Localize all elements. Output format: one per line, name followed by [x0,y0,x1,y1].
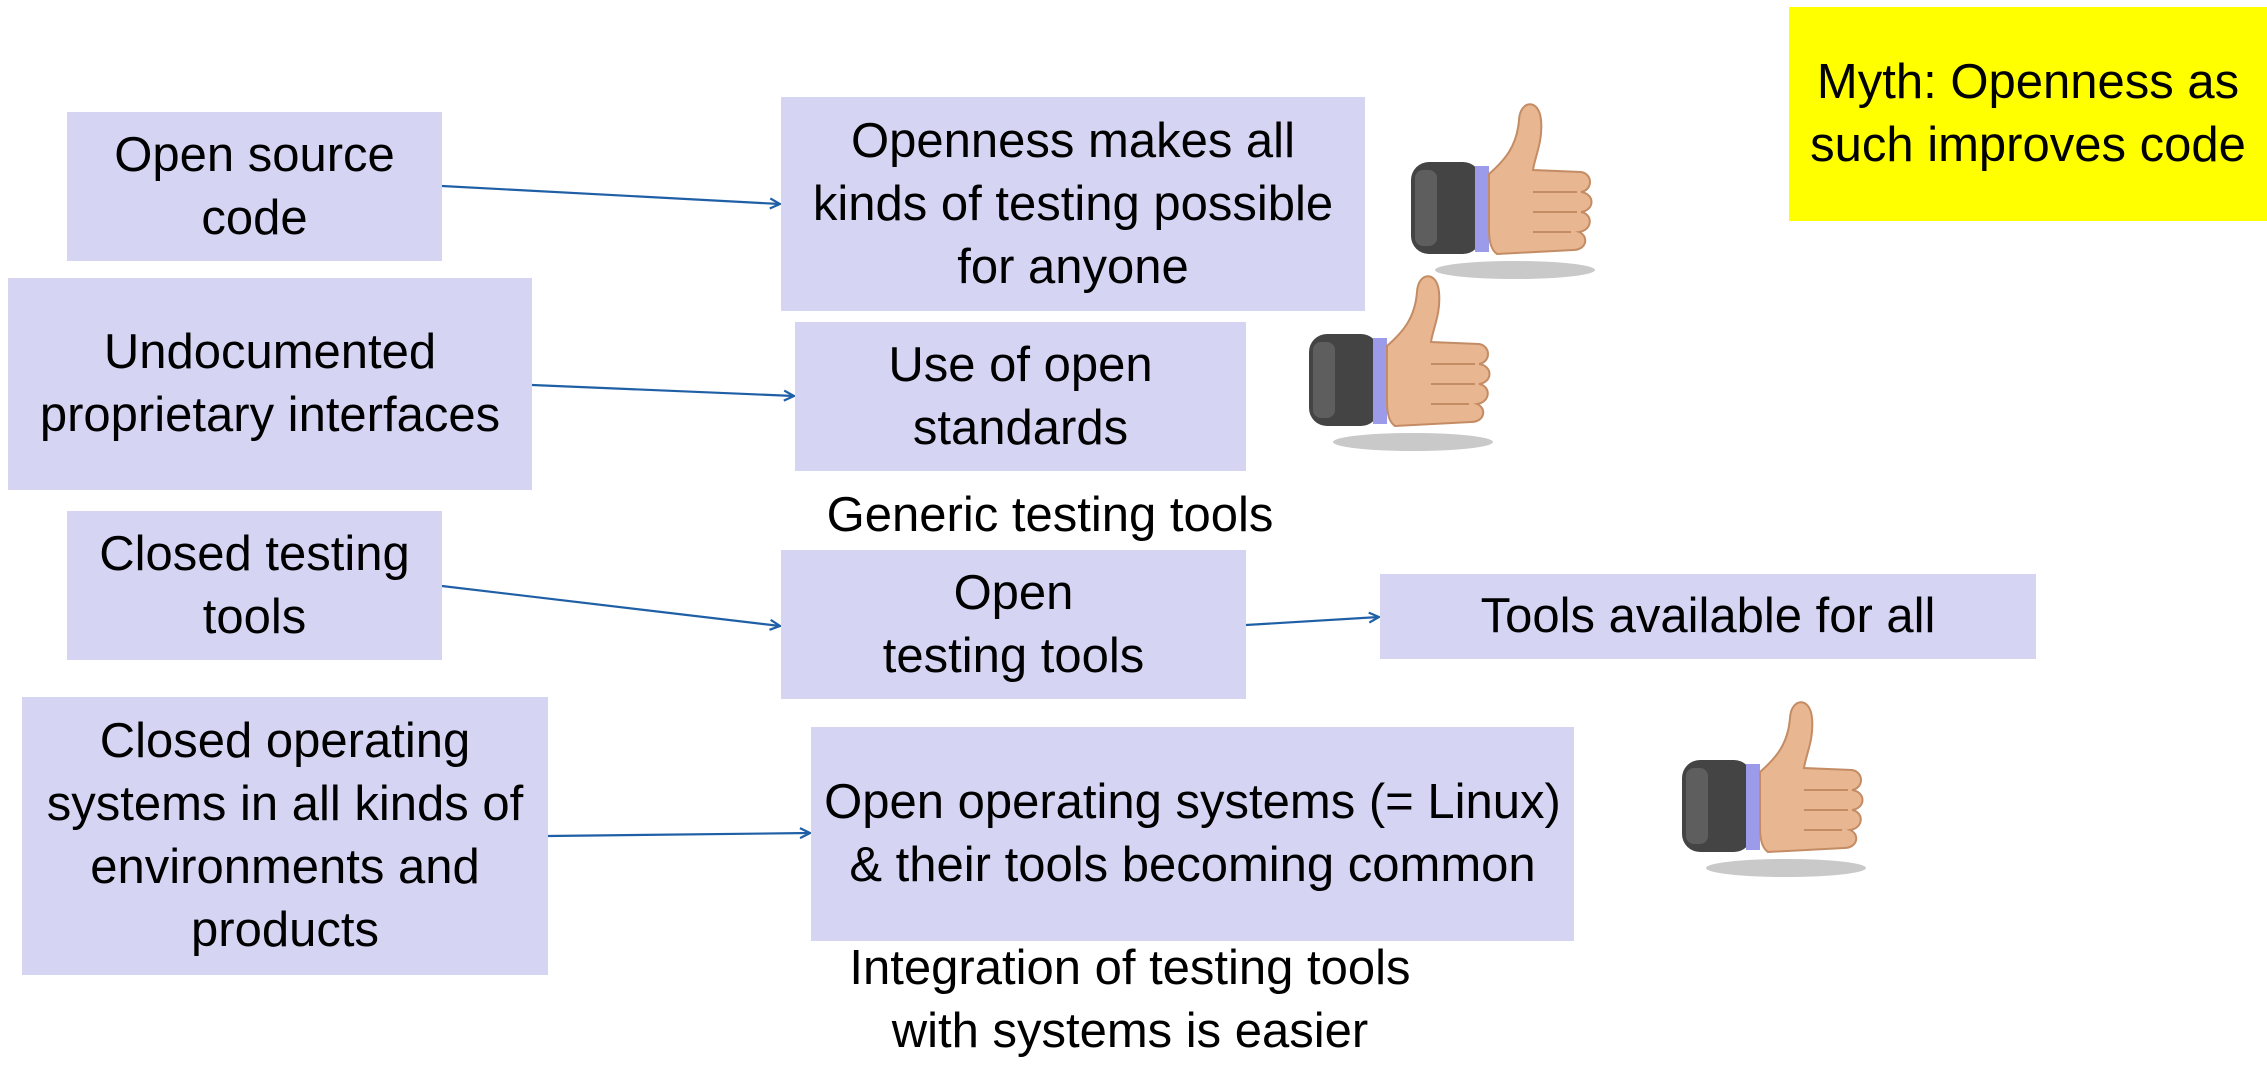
thumbs-up-icon [1405,90,1620,290]
box-tools-available: Tools available for all [1380,574,2036,659]
box-closed-testing-tools-text: Closed testing tools [99,526,410,644]
box-open-testing-tools: Open testing tools [781,550,1246,699]
label-generic-testing-tools: Generic testing tools [826,488,1274,542]
thumbs-up-icon [1303,262,1518,462]
box-open-source-code-text: Open source code [114,127,395,245]
arrow-open-tools-to-available [1245,617,1379,627]
myth-callout-text: Myth: Openness as such improves code [1810,55,2246,172]
box-closed-testing-tools: Closed testing tools [67,511,442,660]
box-undocumented-interfaces-text: Undocumented proprietary interfaces [39,325,501,442]
arrow-open-source-to-openness [441,184,780,204]
box-open-standards: Use of open standards [795,322,1246,471]
box-open-testing-tools-text: Open testing tools [882,565,1145,683]
box-closed-os-text: Closed operating systems in all kinds of… [46,714,524,957]
arrow-undocumented-to-standards [531,383,794,396]
box-openness-testing-text: Openness makes all kinds of testing poss… [812,113,1334,294]
box-openness-testing: Openness makes all kinds of testing poss… [781,97,1365,311]
arrow-closed-tools-to-open-tools [441,584,780,626]
box-open-source-code: Open source code [67,112,442,261]
thumbs-up-icon [1676,688,1891,888]
arrow-closed-os-to-open-os [547,833,810,836]
box-tools-available-text: Tools available for all [1480,589,1936,643]
box-closed-os: Closed operating systems in all kinds of… [22,697,548,975]
box-open-os-text: Open operating systems (= Linux) & their… [824,775,1561,892]
box-open-os: Open operating systems (= Linux) & their… [811,727,1574,941]
box-open-standards-text: Use of open standards [888,337,1153,455]
myth-callout: Myth: Openness as such improves code [1789,7,2267,221]
box-undocumented-interfaces: Undocumented proprietary interfaces [8,278,532,490]
label-integration: Integration of testing tools with system… [849,941,1411,1058]
